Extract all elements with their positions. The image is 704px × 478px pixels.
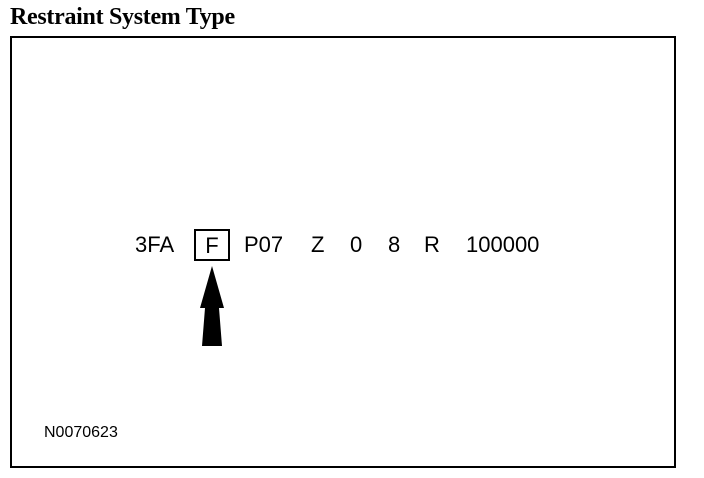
vin-segment-plant: R bbox=[424, 232, 440, 257]
vin-restraint-code: F bbox=[205, 233, 219, 258]
figure-reference: N0070623 bbox=[44, 424, 118, 441]
vin-highlight-box: F bbox=[194, 229, 230, 261]
vin-segment-model-year: 8 bbox=[388, 232, 401, 257]
vin-segment-model: P07 bbox=[244, 232, 284, 257]
diagram-frame bbox=[10, 36, 676, 468]
arrow-up-icon bbox=[200, 266, 224, 346]
vin-segment-engine: Z bbox=[311, 232, 325, 257]
vin-segment-wmi: 3FA bbox=[135, 232, 175, 257]
vin-segment-check-digit: 0 bbox=[350, 232, 363, 257]
vin-segment-serial: 100000 bbox=[466, 232, 540, 257]
page-title: Restraint System Type bbox=[10, 4, 235, 30]
